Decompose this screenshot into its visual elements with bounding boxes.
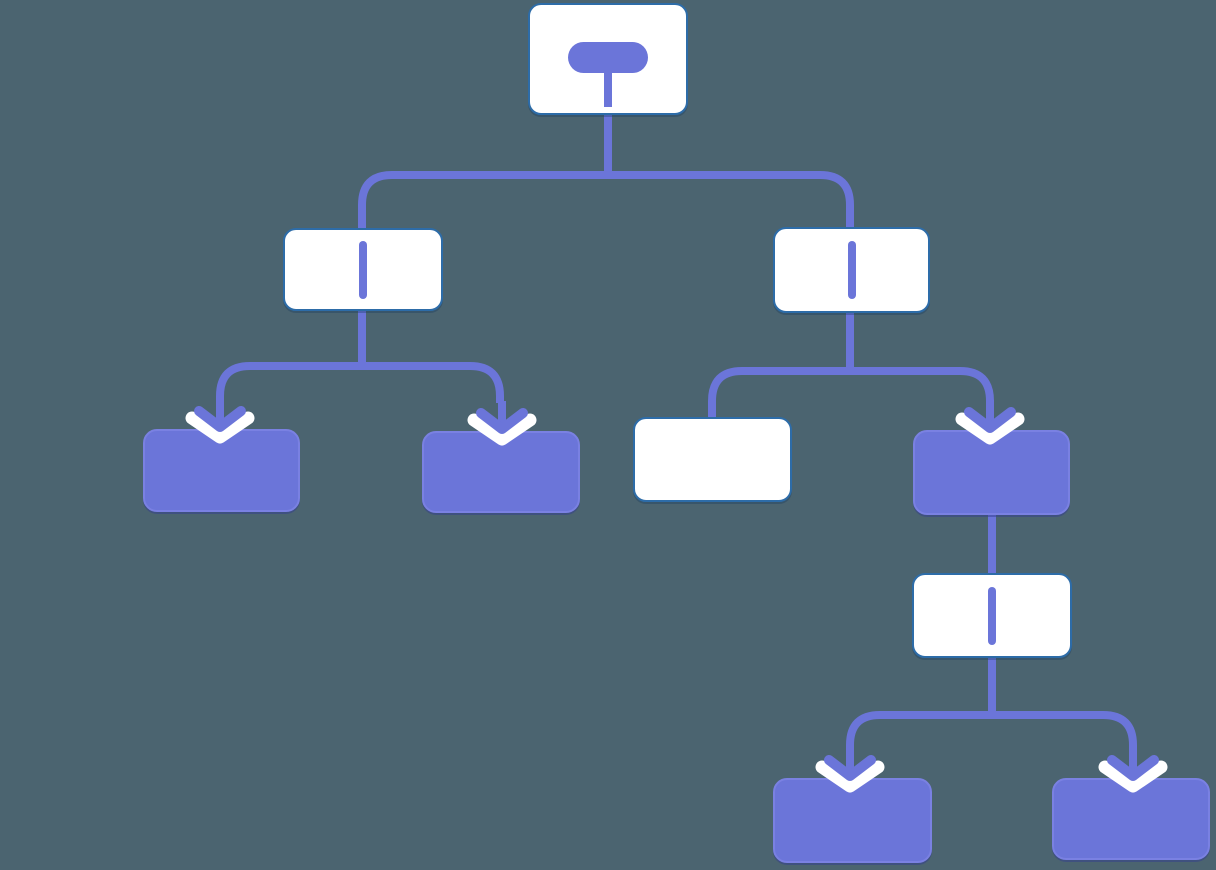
tree-node-leaf-collapsed[interactable] bbox=[1052, 778, 1210, 860]
node-divider-bar-icon bbox=[988, 586, 996, 645]
connector-fork-level1 bbox=[358, 171, 854, 228]
root-stem-icon bbox=[604, 71, 612, 107]
tree-node-leaf-plain[interactable] bbox=[633, 417, 792, 502]
tree-node-branch-right[interactable] bbox=[773, 227, 930, 313]
tree-node-root[interactable] bbox=[528, 3, 688, 115]
tree-node-branch-collapsed[interactable] bbox=[913, 430, 1070, 515]
root-topic-pill-icon bbox=[568, 42, 648, 73]
tree-node-leaf-collapsed[interactable] bbox=[143, 429, 300, 512]
tree-node-leaf-collapsed[interactable] bbox=[773, 778, 932, 863]
tree-node-branch-bottom[interactable] bbox=[912, 573, 1072, 658]
connector-fork-bottom-subtree bbox=[846, 711, 1137, 750]
tree-node-branch-left[interactable] bbox=[283, 228, 443, 311]
node-divider-bar-icon bbox=[359, 240, 367, 299]
connector-fork-left-subtree bbox=[216, 362, 504, 403]
connector-fork-right-subtree bbox=[708, 367, 994, 417]
tree-node-leaf-collapsed[interactable] bbox=[422, 431, 580, 513]
node-divider-bar-icon bbox=[847, 241, 856, 299]
